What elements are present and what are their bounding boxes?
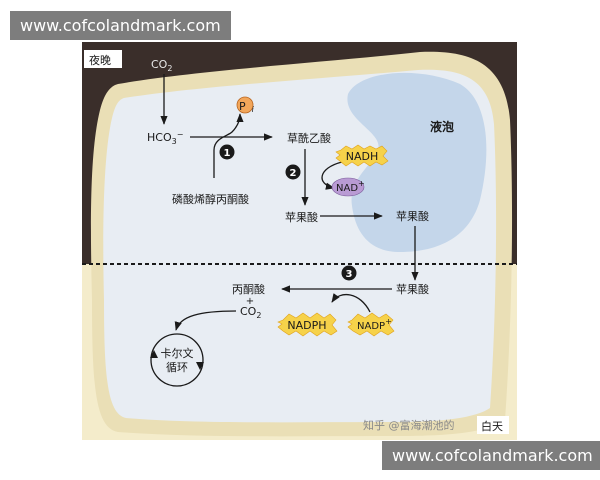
day-label-box (477, 416, 509, 434)
watermark-banner-top: www.cofcolandmark.com (10, 11, 231, 40)
nadph-burst (277, 312, 338, 337)
vacuole (347, 72, 487, 252)
pyruvate-label: 丙酮酸 (232, 282, 265, 296)
nadp-label: NADP+ (357, 317, 392, 332)
calvin-cycle-arrowhead-right (196, 362, 204, 370)
watermark-banner-bottom: www.cofcolandmark.com (382, 441, 600, 470)
step-3-number: 3 (346, 269, 353, 280)
night-label-box (84, 50, 122, 68)
pep-label: 磷酸烯醇丙酮酸 (172, 192, 249, 206)
nadph-label: NADPH (287, 319, 326, 332)
step-1-number: 1 (224, 148, 231, 159)
phosphate-icon (236, 96, 254, 114)
calvin-cycle-arrowhead-left (150, 350, 158, 358)
nadh-burst (335, 144, 389, 167)
oxaloacetate-label: 草酰乙酸 (287, 131, 331, 145)
calvin-cycle-label-line1: 卡尔文 (161, 346, 194, 360)
calvin-cycle-label-line2: 循环 (166, 361, 188, 374)
plus-sign: + (246, 296, 254, 307)
malate-vacuole-label: 苹果酸 (396, 209, 429, 223)
nadp-burst (347, 312, 395, 337)
arrow-pep-curve (213, 113, 244, 178)
day-label: 白天 (481, 419, 503, 433)
step-2-number: 2 (290, 168, 297, 179)
nad-oval (331, 177, 365, 197)
co2-night-label: CO2 (151, 58, 172, 73)
nadh-label: NADH (346, 150, 379, 163)
malate-cytoplasm-label: 苹果酸 (285, 210, 318, 224)
calvin-cycle-ring (150, 333, 204, 387)
malate-day-label: 苹果酸 (396, 282, 429, 296)
night-label: 夜晚 (89, 53, 111, 67)
hco3-label: HCO3− (147, 130, 183, 146)
step-3-marker (341, 265, 357, 281)
arrow-nadh-to-nad (321, 161, 343, 190)
source-watermark: 知乎 @富海潮池的 (363, 418, 455, 432)
co2-day-label: CO2 (240, 305, 261, 320)
vacuole-label: 液泡 (430, 119, 454, 134)
step-2-marker (285, 164, 301, 180)
nad-label: NAD+ (336, 179, 365, 194)
step-1-marker (219, 144, 235, 160)
arrow-co2-to-calvin (174, 310, 237, 331)
arrow-nadp-to-nadph (331, 293, 371, 313)
